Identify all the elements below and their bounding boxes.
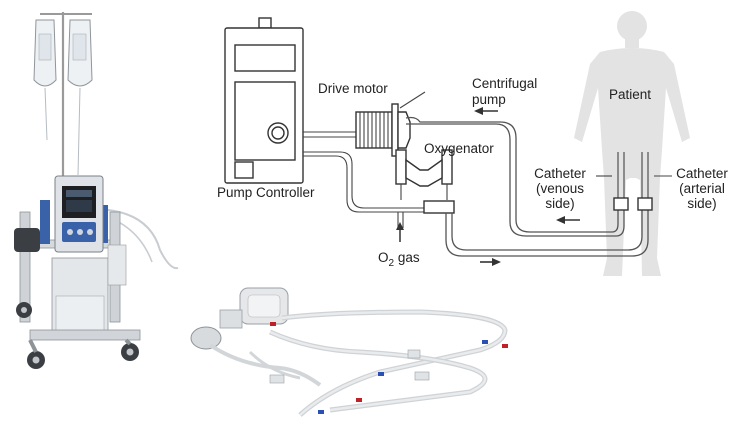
iv-bag-right — [67, 19, 93, 176]
centrifugal-pump-label-line2: pump — [472, 92, 506, 107]
patient-label: Patient — [609, 87, 651, 102]
oxygenator — [395, 149, 453, 200]
arrow-up-icon — [396, 222, 404, 242]
o2-gas-rest: gas — [394, 250, 420, 265]
catheter-arterial-label-line3: side) — [687, 196, 716, 211]
catheter-venous-label-line2: (venous — [536, 181, 584, 196]
arrow-left-icon — [474, 107, 498, 115]
o2-gas-inlet — [397, 200, 455, 228]
catheter-arterial-label-line1: Catheter — [676, 166, 728, 181]
catheter-venous-label-line1: Catheter — [534, 166, 586, 181]
o2-gas-subscript: 2 — [389, 258, 395, 269]
console-monitor — [54, 175, 104, 253]
centrifugal-pump — [391, 103, 411, 157]
arrow-left-icon — [556, 216, 580, 224]
pump-controller-box — [224, 17, 304, 184]
oxygenator-label: Oxygenator — [424, 141, 494, 156]
o2-gas-label: O2 gas — [378, 250, 420, 269]
catheter-venous-label-line3: side) — [545, 196, 574, 211]
centrifugal-pump-label-line1: Centrifugal — [472, 76, 537, 91]
drive-motor — [355, 111, 393, 149]
leader-centrifugal-pump — [399, 91, 426, 109]
catheter-venous — [613, 152, 629, 211]
ecmo-cart-photo — [14, 12, 179, 369]
circuit-tubing-photo — [190, 287, 508, 417]
catheter-arterial-label-line2: (arterial — [679, 181, 725, 196]
pump-controller-label: Pump Controller — [217, 185, 315, 200]
patient-silhouette — [574, 11, 690, 276]
o2-gas-o: O — [378, 250, 389, 265]
arrow-right-icon — [480, 258, 501, 266]
iv-bag-left — [33, 19, 57, 141]
drive-motor-label: Drive motor — [318, 81, 388, 96]
catheter-arterial — [637, 152, 653, 211]
